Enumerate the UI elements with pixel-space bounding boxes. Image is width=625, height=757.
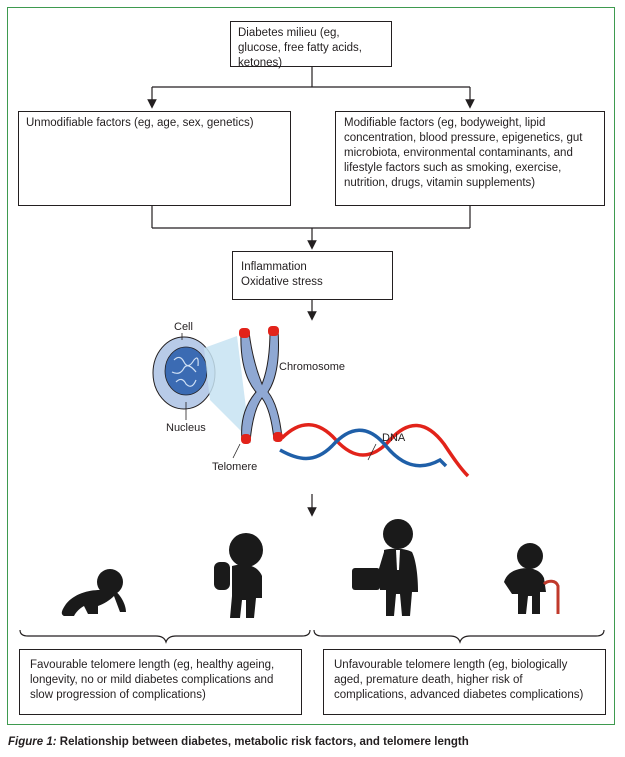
unfavourable-telomere-text: Unfavourable telomere length (eg, biolog… bbox=[334, 659, 584, 701]
figure-frame bbox=[7, 7, 615, 725]
pointer-lines bbox=[181, 333, 377, 461]
figure-caption: Figure 1: Relationship between diabetes,… bbox=[8, 736, 469, 748]
diabetes-milieu-text: Diabetes milieu (eg, glucose, free fatty… bbox=[238, 27, 363, 69]
unfavourable-telomere-box: Unfavourable telomere length (eg, biolog… bbox=[323, 649, 606, 715]
diabetes-milieu-box: Diabetes milieu (eg, glucose, free fatty… bbox=[230, 21, 392, 69]
dna-label: DNA bbox=[382, 432, 406, 444]
telomere-label: Telomere bbox=[212, 461, 258, 473]
figure-title: Relationship between diabetes, metabolic… bbox=[59, 736, 469, 748]
connectors bbox=[147, 66, 475, 517]
bracket-right bbox=[313, 629, 605, 644]
elderly-with-cane-icon bbox=[504, 543, 546, 614]
favourable-telomere-text: Favourable telomere length (eg, healthy … bbox=[30, 659, 275, 701]
unmodifiable-factors-text: Unmodifiable factors (eg, age, sex, gene… bbox=[26, 117, 254, 129]
favourable-telomere-box: Favourable telomere length (eg, healthy … bbox=[19, 649, 302, 715]
modifiable-factors-box: Modifiable factors (eg, bodyweight, lipi… bbox=[335, 111, 605, 206]
chromosome-icon bbox=[239, 326, 283, 444]
chromosome-label: Chromosome bbox=[279, 361, 346, 373]
dna-helix-icon bbox=[279, 423, 470, 478]
cell-label: Cell bbox=[174, 321, 193, 333]
figure-number: Figure 1: bbox=[8, 736, 57, 748]
oxidative-stress-text: Oxidative stress bbox=[241, 276, 323, 288]
inflammation-box: Inflammation Oxidative stress bbox=[232, 251, 393, 300]
zoom-wedge bbox=[204, 336, 250, 440]
baby-crawling-icon bbox=[61, 569, 127, 616]
modifiable-factors-text: Modifiable factors (eg, bodyweight, lipi… bbox=[344, 117, 583, 189]
inflammation-text: Inflammation bbox=[241, 261, 307, 273]
unmodifiable-factors-box: Unmodifiable factors (eg, age, sex, gene… bbox=[18, 111, 291, 206]
bracket-left bbox=[19, 629, 311, 644]
child-with-backpack-icon bbox=[214, 533, 263, 618]
nucleus-label: Nucleus bbox=[166, 422, 206, 434]
businessman-with-briefcase-icon bbox=[352, 519, 418, 616]
